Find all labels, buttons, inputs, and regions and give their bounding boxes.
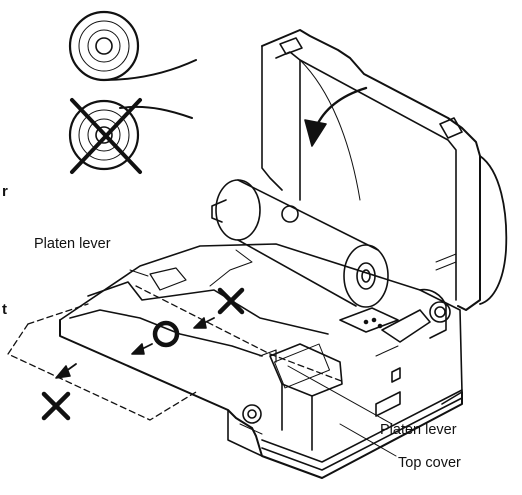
wrong-feed-path-upper bbox=[135, 285, 345, 383]
correct-roll-icon bbox=[68, 10, 197, 82]
wrong-x-mark-lower bbox=[41, 391, 71, 421]
paper-roll bbox=[211, 179, 389, 308]
paper-sheet bbox=[69, 249, 329, 363]
open-top-cover-lid bbox=[261, 29, 508, 311]
wrong-feed-path-lower bbox=[7, 303, 197, 421]
platen-lever-label-right: Platen lever bbox=[380, 422, 457, 438]
correct-direction-arrow bbox=[131, 343, 153, 355]
platen-lever-label-left: Platen lever bbox=[34, 236, 111, 252]
correct-circle-mark bbox=[152, 320, 180, 348]
wrong-x-mark-upper bbox=[217, 287, 245, 315]
label-leader-lines bbox=[129, 269, 397, 457]
top-cover-label: Top cover bbox=[398, 455, 461, 471]
wrong-direction-arrow-lower bbox=[55, 363, 77, 379]
edge-text-fragment-upper: r bbox=[2, 183, 8, 200]
wrong-roll-icon bbox=[68, 98, 193, 174]
printer-body bbox=[59, 243, 463, 479]
wrong-direction-arrow-upper bbox=[193, 317, 215, 329]
edge-text-fragment-lower: t bbox=[2, 301, 7, 318]
close-cover-arrow bbox=[304, 86, 368, 147]
